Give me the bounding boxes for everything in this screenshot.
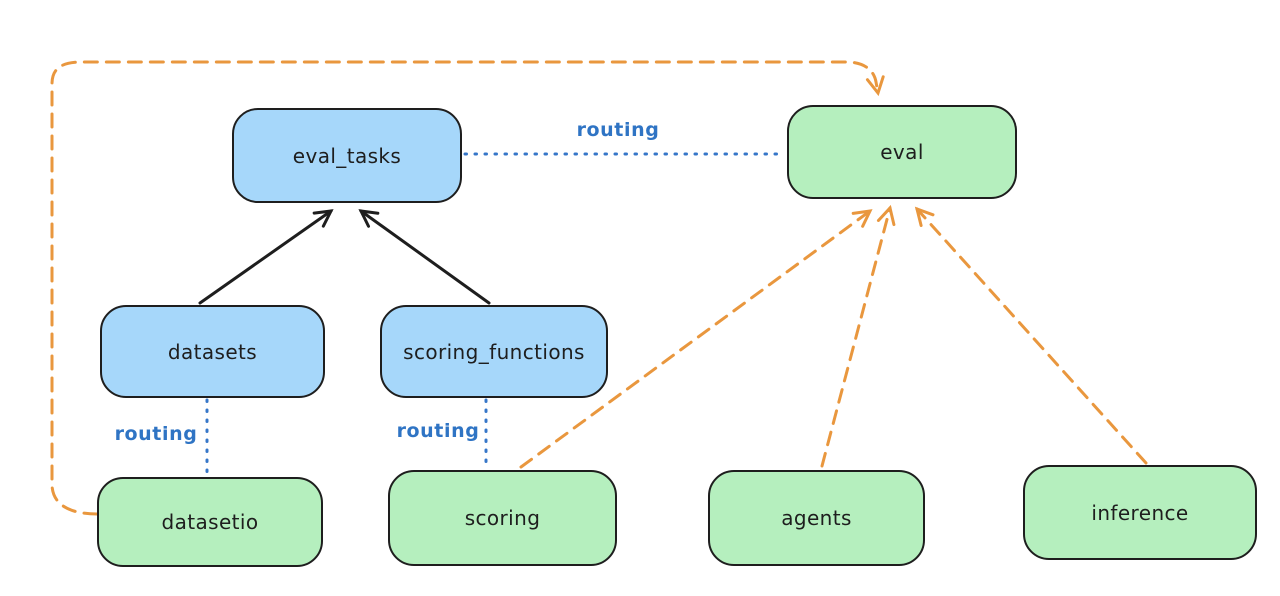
routing-label-scoring-functions-scoring: routing bbox=[396, 420, 480, 442]
node-datasets: datasets bbox=[100, 305, 325, 398]
edge-scoring-to-eval bbox=[519, 209, 873, 469]
node-inference-label: inference bbox=[1091, 500, 1189, 525]
routing-label-datasets-datasetio: routing bbox=[114, 423, 198, 445]
edge-agents-to-eval bbox=[820, 204, 896, 468]
node-scoring: scoring bbox=[388, 470, 617, 566]
node-agents-label: agents bbox=[781, 506, 852, 530]
edge-inference-to-eval bbox=[914, 206, 1148, 465]
edge-scoring-functions-to-eval-tasks bbox=[358, 209, 491, 305]
node-agents: agents bbox=[708, 470, 925, 566]
node-eval: eval bbox=[787, 105, 1017, 199]
node-eval-tasks-label: eval_tasks bbox=[292, 143, 402, 168]
edge-datasetio-to-eval bbox=[50, 60, 885, 516]
node-eval-tasks: eval_tasks bbox=[232, 108, 462, 203]
node-scoring-label: scoring bbox=[464, 506, 541, 530]
node-datasets-label: datasets bbox=[167, 339, 258, 364]
node-scoring-functions: scoring_functions bbox=[380, 305, 608, 398]
edge-datasets-to-eval-tasks bbox=[198, 209, 334, 305]
node-datasetio-label: datasetio bbox=[161, 510, 259, 534]
node-eval-label: eval bbox=[880, 140, 924, 164]
node-scoring-functions-label: scoring_functions bbox=[403, 339, 585, 364]
routing-label-eval-tasks-eval: routing bbox=[576, 119, 660, 141]
node-inference: inference bbox=[1023, 465, 1257, 560]
node-datasetio: datasetio bbox=[97, 477, 323, 567]
